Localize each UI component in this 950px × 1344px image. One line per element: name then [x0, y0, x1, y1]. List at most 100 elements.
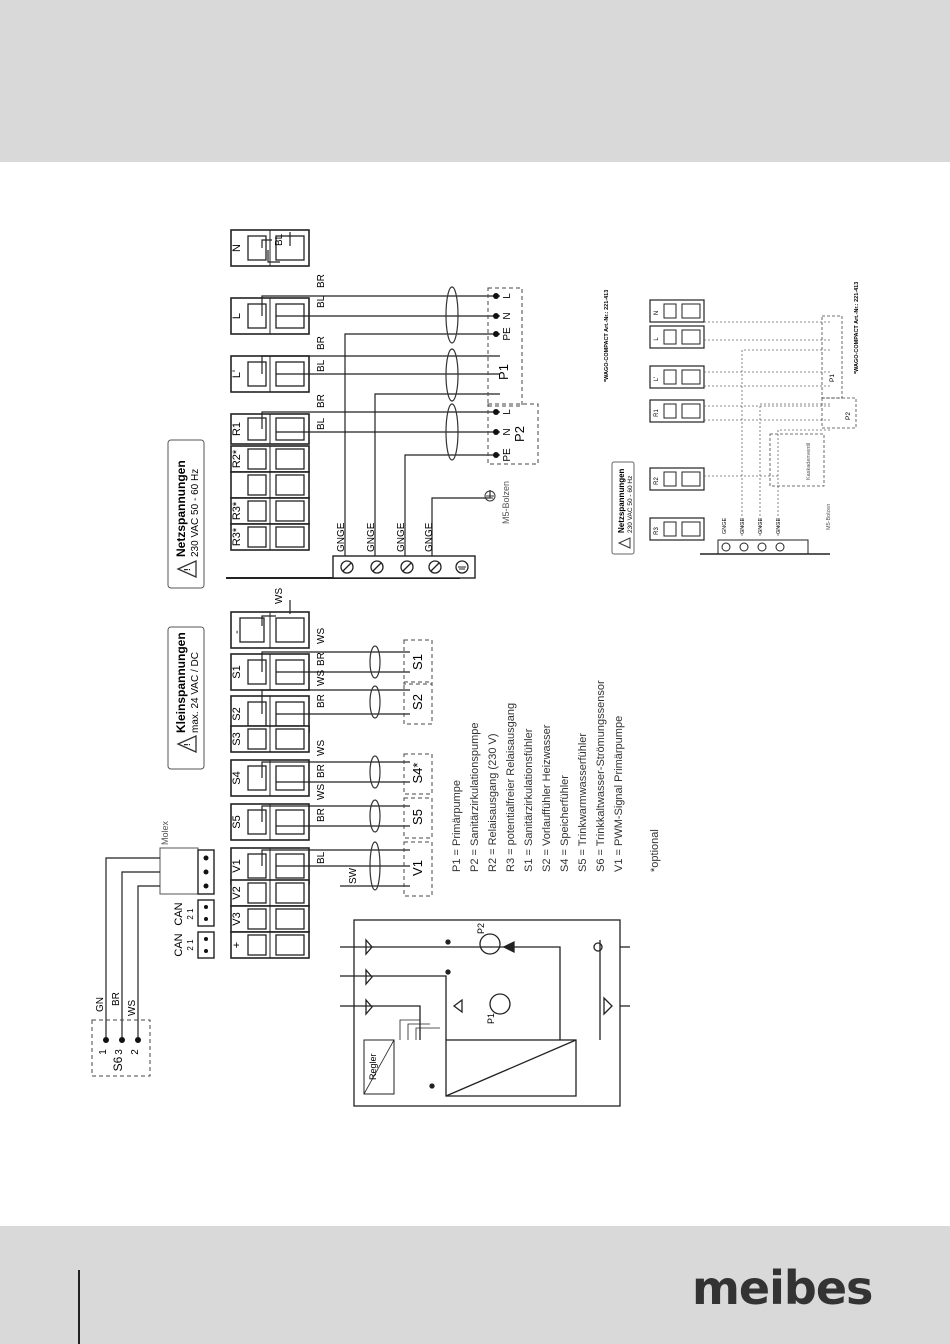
- svg-text:P1: P1: [496, 364, 511, 380]
- footer-rule: [78, 1270, 80, 1344]
- legend-item: S1 = Sanitärzirkulationsfühler: [523, 728, 535, 872]
- svg-text:R1: R1: [231, 422, 243, 436]
- svg-text:BR: BR: [316, 764, 327, 778]
- svg-text:Netzspannungen: Netzspannungen: [617, 468, 626, 533]
- warning-box-mains-voltage: ! Netzspannungen 230 VAC 50 - 60 Hz: [167, 439, 205, 589]
- svg-text:L: L: [654, 337, 660, 341]
- svg-text:GNGE: GNGE: [366, 522, 377, 552]
- svg-text:V2: V2: [231, 886, 243, 899]
- svg-text:WS: WS: [274, 588, 285, 604]
- legend-item: R2 = Relaisausgang (230 V): [487, 734, 499, 873]
- legend-item: R3 = potentialfreier Relaisausgang: [505, 703, 517, 872]
- svg-text:1: 1: [98, 1049, 109, 1055]
- svg-text:2 1: 2 1: [186, 939, 195, 951]
- svg-text:S4*: S4*: [410, 763, 425, 784]
- bolt-label: M5-Bolzen: [501, 481, 511, 524]
- svg-text:BR: BR: [316, 808, 327, 822]
- can-connector-1: CAN 2 1: [173, 899, 215, 927]
- svg-text:N: N: [654, 311, 660, 315]
- mains-voltage-title: Netzspannungen: [174, 460, 188, 557]
- legend: P1 = Primärpumpe P2 = Sanitärzirkulation…: [451, 680, 661, 872]
- svg-text:SW: SW: [348, 867, 359, 884]
- svg-text:GNGE: GNGE: [758, 517, 764, 534]
- terminal-r1: R1: [230, 413, 310, 445]
- svg-text:R2: R2: [654, 477, 660, 485]
- svg-text:N: N: [502, 428, 513, 435]
- svg-text:S5: S5: [231, 815, 243, 828]
- svg-text:BR: BR: [316, 336, 327, 350]
- svg-text:WS: WS: [316, 784, 327, 800]
- svg-text:2 1: 2 1: [186, 908, 195, 920]
- wiring-diagram: ! Kleinspannungen max. 24 VAC / DC ! Net…: [91, 229, 860, 1107]
- terminal-blank: [230, 471, 310, 499]
- svg-text:BR: BR: [316, 652, 327, 666]
- svg-text:L: L: [502, 293, 513, 299]
- svg-text:BL: BL: [316, 359, 327, 372]
- low-voltage-sub: max. 24 VAC / DC: [190, 652, 201, 733]
- cable-ellipses-mains: [445, 286, 459, 461]
- sensor-terminal-row: - S1 S2 S3 S4 S5 V1 V2 V3 +: [230, 611, 310, 959]
- sensor-box-s5: S5: [403, 797, 433, 839]
- molex-label: Molex: [160, 820, 170, 845]
- terminal-r3-a: R3*: [230, 497, 310, 525]
- svg-text:CAN: CAN: [173, 902, 185, 925]
- pump-box-p1: P1 PE N L: [487, 287, 523, 407]
- svg-text:Kaskadenventil: Kaskadenventil: [806, 443, 812, 480]
- svg-text:GN: GN: [95, 997, 106, 1012]
- svg-text:R3: R3: [654, 527, 660, 535]
- terminal-n: N: [230, 229, 310, 267]
- legend-item: V1 = PWM-Signal Primärpumpe: [613, 716, 625, 872]
- svg-text:-: -: [231, 630, 243, 634]
- footer-band: [0, 1226, 950, 1344]
- svg-text:V1: V1: [410, 860, 425, 876]
- terminal-s4: S4: [230, 759, 310, 797]
- svg-text:!: !: [183, 743, 192, 746]
- svg-text:R3*: R3*: [231, 501, 243, 520]
- svg-text:PE: PE: [502, 327, 513, 341]
- legend-item: S2 = Vorlauffühler Heizwasser: [541, 724, 553, 872]
- svg-text:P2: P2: [512, 426, 527, 442]
- mini-wiring-diagram: Netzspannungen 230 VAC 50 - 60 Hz N L L'…: [604, 282, 860, 555]
- legend-item: S6 = Trinkkaltwasser-Strömungssensor: [595, 680, 607, 872]
- terminal-minus: -: [230, 611, 310, 649]
- optional-note: *optional: [649, 829, 661, 872]
- terminal-s3: S3: [230, 725, 310, 753]
- svg-text:R3*: R3*: [231, 527, 243, 546]
- s6-wire-labels: GN BR WS: [95, 992, 138, 1016]
- svg-text:L: L: [231, 313, 243, 319]
- terminal-l-prime: L': [230, 355, 310, 393]
- svg-text:S2: S2: [231, 707, 243, 720]
- low-voltage-title: Kleinspannungen: [174, 632, 188, 733]
- terminal-s5: S5: [230, 803, 310, 841]
- s6-wiring: [105, 857, 160, 1040]
- svg-text:S6: S6: [111, 1056, 125, 1071]
- legend-item: P1 = Primärpumpe: [451, 780, 463, 872]
- svg-text:WS: WS: [316, 628, 327, 644]
- pump-box-p2: P2 PE N L: [487, 403, 539, 465]
- cable-ellipses-sensor: [369, 645, 381, 891]
- svg-text:S5: S5: [410, 809, 425, 825]
- svg-text:PE: PE: [502, 448, 513, 462]
- svg-text:GNGE: GNGE: [776, 517, 782, 534]
- warning-box-low-voltage: ! Kleinspannungen max. 24 VAC / DC: [167, 626, 205, 770]
- svg-text:GNGE: GNGE: [424, 522, 435, 552]
- svg-text:R1: R1: [654, 409, 660, 417]
- svg-text:+: +: [231, 942, 243, 948]
- svg-text:WS: WS: [316, 740, 327, 756]
- svg-text:M5-Bolzen: M5-Bolzen: [826, 504, 832, 530]
- mains-wire-labels: BL BL BR BL BR BL BR GNGE GNGE GNGE GNGE: [274, 233, 435, 552]
- terminal-v2: V2: [230, 879, 310, 907]
- sensor-box-s1: S1: [403, 639, 433, 685]
- svg-text:BL: BL: [274, 233, 285, 246]
- s6-connector: 1 3 2 S6: [91, 1019, 151, 1077]
- svg-text:GNGE: GNGE: [396, 522, 407, 552]
- svg-text:N: N: [231, 244, 243, 252]
- legend-item: S5 = Trinkwarmwasserfühler: [577, 733, 589, 872]
- svg-text:V1: V1: [231, 859, 243, 872]
- terminal-r2: R2*: [230, 445, 310, 473]
- svg-text:WS: WS: [127, 1000, 138, 1016]
- ground-icon: [458, 566, 466, 570]
- svg-text:BR: BR: [316, 394, 327, 408]
- svg-text:BR: BR: [316, 274, 327, 288]
- wago-note-1: *WAGO-COMPACT Art.-Nr.: 221-413: [604, 290, 610, 382]
